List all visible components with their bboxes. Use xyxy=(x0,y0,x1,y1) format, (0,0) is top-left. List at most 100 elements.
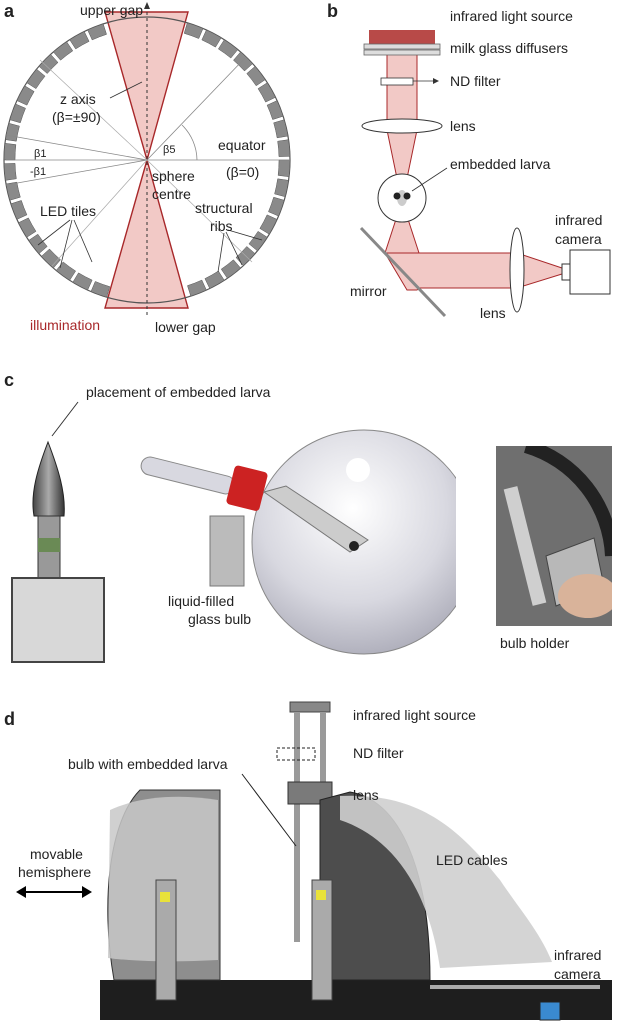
label-beta5: β5 xyxy=(163,144,176,156)
label-sphere: sphere xyxy=(152,168,195,184)
left-post xyxy=(155,879,177,1001)
larva-tip xyxy=(349,541,359,551)
label-z-axis-beta: (β=±90) xyxy=(52,109,101,125)
beam-horizontal xyxy=(384,252,518,291)
label-equator: equator xyxy=(218,137,266,153)
label-milk-glass-diffusers: milk glass diffusers xyxy=(450,40,569,56)
label-lens-top: lens xyxy=(450,118,476,134)
beta1-line xyxy=(5,134,148,161)
panel-d-overlay xyxy=(16,773,297,898)
label-d-infrared: infrared xyxy=(554,947,602,963)
led-tile xyxy=(87,23,107,41)
led-tile xyxy=(257,82,276,103)
panel-b-letter: b xyxy=(327,1,338,21)
z-axis-pointer xyxy=(109,81,143,99)
left-yellow-tag xyxy=(160,892,170,902)
label-d-camera: camera xyxy=(554,966,601,982)
label-lens-bottom: lens xyxy=(480,305,506,321)
led-tile xyxy=(3,163,17,181)
label-liquid-filled: liquid-filled xyxy=(168,593,235,609)
minus-beta1-line xyxy=(5,159,148,186)
left-cables xyxy=(108,796,218,962)
bulb-pointer xyxy=(241,773,297,847)
led-tile xyxy=(53,41,74,61)
led-tile xyxy=(277,139,291,157)
holder-arm xyxy=(262,485,369,553)
tower-rod-left xyxy=(294,712,300,942)
holder-photo-rod xyxy=(503,486,547,606)
movable-arrow-right xyxy=(82,886,92,898)
holder-photo-hand xyxy=(558,574,612,618)
panel-c-bulb-render xyxy=(140,429,456,655)
label-d-hemisphere: hemisphere xyxy=(18,864,92,880)
right-cables xyxy=(340,795,552,968)
led-tile xyxy=(204,270,225,289)
led-tile xyxy=(248,231,268,252)
tower-top xyxy=(289,701,331,713)
panel-c-holder-photo xyxy=(496,446,612,626)
bottom-lens-shape xyxy=(509,227,525,313)
larva-pointer xyxy=(411,167,448,192)
label-minus-beta1: -β1 xyxy=(30,166,47,178)
label-mirror: mirror xyxy=(350,283,387,299)
camera-unit xyxy=(539,1001,561,1021)
glass-slide xyxy=(11,577,105,663)
panel-a-diagram xyxy=(3,2,291,318)
label-equator-beta: (β=0) xyxy=(226,164,260,180)
led-tile xyxy=(259,214,278,235)
glass-tip xyxy=(32,440,65,517)
larva-eye-right xyxy=(403,192,411,200)
led-tile xyxy=(26,68,46,89)
led-tile xyxy=(246,66,266,87)
placement-pointer xyxy=(51,401,79,437)
label-d-infrared-light-source: infrared light source xyxy=(353,707,476,723)
label-d-lens: lens xyxy=(353,787,379,803)
label-infrared-camera-2: camera xyxy=(555,231,602,247)
led-tile xyxy=(41,248,61,269)
led-tile xyxy=(5,181,21,201)
led-tile xyxy=(90,281,111,298)
radial-line-lower-left xyxy=(51,159,148,267)
rib-pointer-2 xyxy=(225,231,243,266)
label-d-movable: movable xyxy=(30,846,83,862)
panel-d-letter: d xyxy=(4,709,15,729)
beta5-line xyxy=(146,57,246,161)
rib-pointer-3 xyxy=(217,232,225,273)
panel-c-left-photo xyxy=(11,401,105,663)
led-tile xyxy=(277,159,291,177)
infrared-source-box xyxy=(369,30,435,44)
label-z-axis: z axis xyxy=(60,91,96,107)
led-tile xyxy=(69,31,90,50)
beam-upper xyxy=(386,51,418,123)
led-tile xyxy=(201,29,222,48)
panel-b-diagram xyxy=(359,30,611,318)
label-infrared-camera-1: infrared xyxy=(555,212,603,228)
label-embedded-larva: embedded larva xyxy=(450,156,551,172)
led-tile xyxy=(3,143,17,161)
top-lens-shape xyxy=(361,118,443,134)
camera-rail xyxy=(430,985,600,989)
led-tile-ring xyxy=(3,22,291,298)
label-lower-gap: lower gap xyxy=(155,319,216,335)
led-tile xyxy=(18,217,37,238)
led-tile xyxy=(38,54,59,74)
z-axis-arrow xyxy=(144,2,150,9)
glass-band xyxy=(38,538,60,552)
nd-filter-box xyxy=(380,77,414,86)
holder-bracket xyxy=(209,515,245,587)
label-placement: placement of embedded larva xyxy=(86,384,271,400)
panel-d-photo xyxy=(100,701,612,1021)
label-centre: centre xyxy=(152,186,191,202)
label-d-nd-filter: ND filter xyxy=(353,745,404,761)
camera-lens-mount xyxy=(561,263,571,281)
led-tile xyxy=(233,51,253,72)
beta5-arc xyxy=(181,124,198,161)
nd-filter-arrowhead xyxy=(433,78,439,84)
label-infrared-light-source: infrared light source xyxy=(450,8,573,24)
led-tile xyxy=(10,200,28,220)
led-tile xyxy=(16,85,35,106)
label-structural: structural xyxy=(195,200,253,216)
label-upper-gap: upper gap xyxy=(80,2,144,18)
mirror-shape xyxy=(359,226,447,318)
label-bulb-holder: bulb holder xyxy=(500,635,570,651)
